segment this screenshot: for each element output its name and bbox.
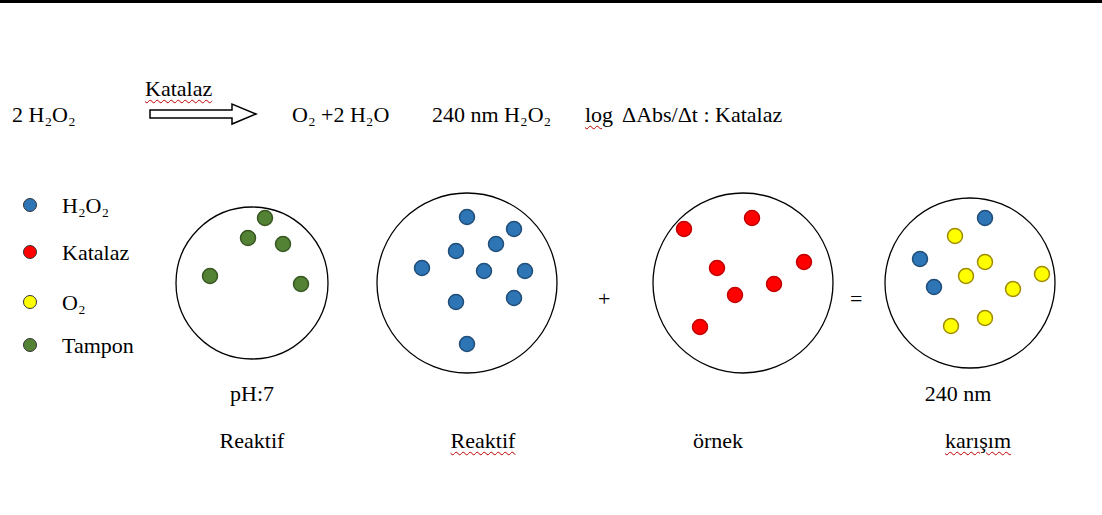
reaction-arrow <box>150 104 256 124</box>
equation-label: 2 H₂O₂ <box>12 102 76 128</box>
top-rule <box>0 0 1102 3</box>
circle-outline <box>375 191 559 375</box>
beaker-circle: pH:7Reaktif <box>174 205 330 361</box>
legend-swatch <box>23 338 37 352</box>
legend-swatch <box>23 198 37 212</box>
equation-label: O₂ +2 H₂O <box>292 102 389 128</box>
beaker-circle: örnek <box>651 191 835 375</box>
catalase-dots <box>677 211 812 335</box>
buffer-dots <box>203 211 309 292</box>
equation-label: 240 nm H₂O₂ <box>432 102 551 128</box>
circle-caption: örnek <box>693 428 743 454</box>
circle-caption: 240 nm <box>925 381 992 407</box>
legend-text: Tampon <box>62 333 134 359</box>
legend-text: H₂O₂ <box>62 193 109 219</box>
equation-label: ΔAbs/Δt : Katalaz <box>622 102 782 128</box>
circle-outline <box>174 205 330 361</box>
beaker-circle: 240 nmkarışım <box>883 196 1057 370</box>
circle-caption: Reaktif <box>451 428 516 454</box>
peroxide-dots <box>415 210 993 352</box>
legend-swatch <box>23 295 37 309</box>
equation-label: + <box>598 286 610 312</box>
equation-label: = <box>850 286 862 312</box>
oxygen-dots <box>944 229 1050 334</box>
beaker-circle: Reaktif <box>375 191 559 375</box>
circle-caption: pH:7 <box>230 381 274 407</box>
circle-outline <box>883 196 1057 370</box>
equation-label: Katalaz <box>145 76 212 102</box>
equation-label: log <box>585 102 613 128</box>
circle-caption: karışım <box>945 428 1011 454</box>
legend-text: O₂ <box>62 290 86 316</box>
circle-caption: Reaktif <box>220 428 285 454</box>
circle-outline <box>651 191 835 375</box>
legend-text: Katalaz <box>62 240 129 266</box>
legend-swatch <box>23 245 37 259</box>
